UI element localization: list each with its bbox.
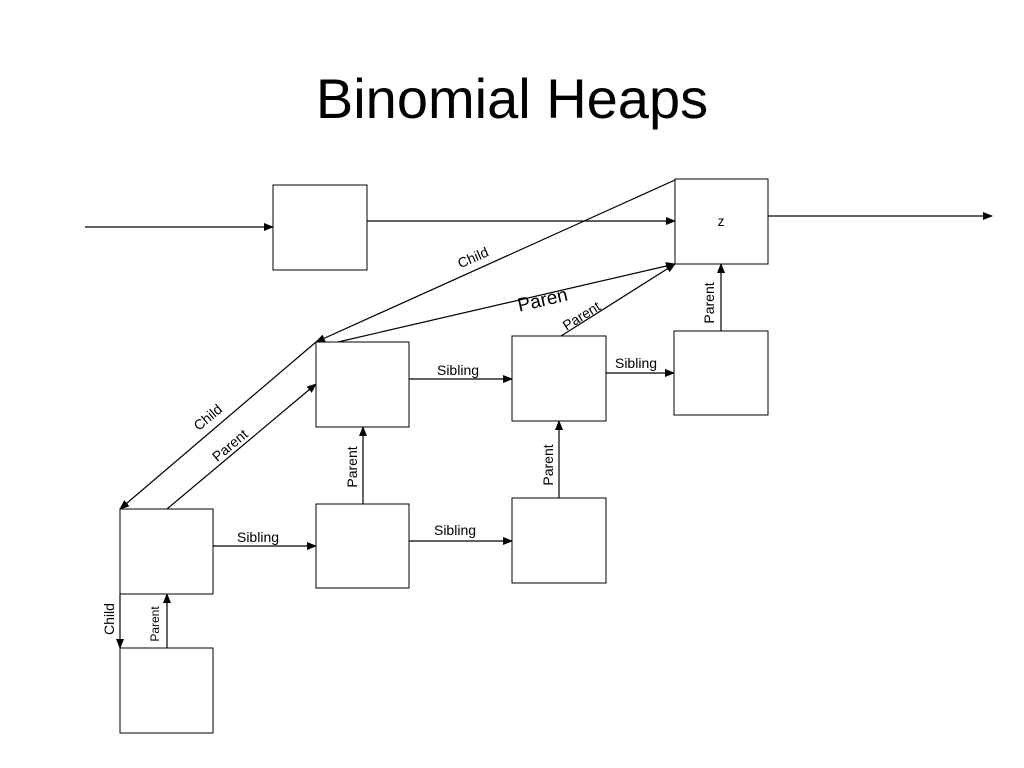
- node-b: [511, 335, 607, 422]
- label-child-top: Child: [455, 244, 491, 272]
- node-a: [315, 341, 410, 428]
- label-parent-mid: Parent: [209, 426, 251, 465]
- slide-title: Binomial Heaps: [316, 67, 708, 130]
- child-arrow-a-to-d: [119, 341, 317, 510]
- parent-arrow-d-to-a: [166, 383, 317, 510]
- node-c: [673, 330, 769, 416]
- label-parent-bottom: Parent: [148, 606, 162, 642]
- label-parent-col-b: Parent: [540, 444, 556, 485]
- edges: [85, 179, 993, 649]
- label-sibling-row3-b: Sibling: [434, 522, 476, 538]
- nodes: z: [119, 178, 769, 734]
- parent-arrow-b-to-z: [560, 263, 676, 337]
- node-z-label: z: [718, 213, 725, 229]
- node-z: [674, 178, 769, 265]
- label-parent-col-a: Parent: [344, 446, 360, 487]
- label-parent-top-big: Paren: [516, 285, 570, 317]
- node-e: [315, 503, 410, 589]
- label-child-bottom: Child: [101, 603, 117, 635]
- label-child-mid: Child: [190, 401, 225, 434]
- node-g: [119, 647, 214, 734]
- label-parent-z: Parent: [701, 282, 717, 323]
- node-root: [272, 184, 368, 271]
- label-sibling-row3-a: Sibling: [237, 529, 279, 545]
- label-sibling-row2-a: Sibling: [437, 362, 479, 378]
- parent-arrow-a-to-z: [337, 262, 676, 343]
- node-f: [511, 497, 607, 584]
- child-arrow-z-to-a: [315, 179, 676, 343]
- label-sibling-row2-b: Sibling: [615, 355, 657, 371]
- node-d: [119, 508, 214, 595]
